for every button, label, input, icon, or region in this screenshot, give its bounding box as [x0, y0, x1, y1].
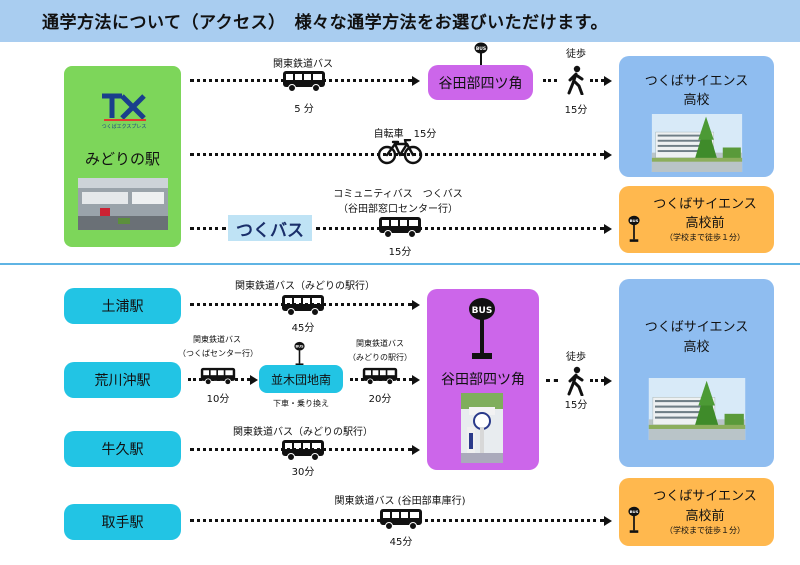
bus-stop-sign-icon [628, 215, 640, 243]
arakawaoki-bus1-time: 10分 [206, 394, 230, 405]
station-toride: 取手駅 [64, 504, 181, 540]
tsukubus-dotted-right [316, 227, 604, 230]
station-arakawaoki-label: 荒川沖駅 [94, 373, 151, 389]
walking-person-icon [565, 65, 587, 95]
station-toride-label: 取手駅 [101, 515, 144, 531]
hub-stop-label: 谷田部四ツ角 [441, 372, 525, 388]
transfer-stop-label: 谷田部四ツ角 [438, 75, 523, 92]
school-building-image [634, 378, 760, 440]
toride-bus-label: 関東鉄道バス (谷田部車庫行) [334, 496, 466, 507]
arakawaoki-bus2-time: 20分 [368, 394, 392, 405]
arakawaoki-bus2-line2: （みどりの駅行） [348, 353, 412, 362]
school-stop-line2: 高校前 [685, 216, 725, 231]
station-photo [78, 178, 168, 230]
arakawaoki-bus1-line2: （つくばセンター行） [178, 349, 258, 358]
bus-icon [200, 367, 236, 385]
walk-dotted-right [590, 79, 604, 82]
tsukubus-logo-text: つくバス [236, 220, 304, 241]
bicycle-icon [377, 139, 423, 165]
ushiku-bus-label: 関東鉄道バス（みどりの駅行） [233, 427, 373, 438]
tsukubus-label-line2: （谷田部窓口センター行） [338, 204, 458, 215]
transfer-stop-yatabe: 谷田部四ツ角 [428, 65, 533, 100]
arakawaoki-arrow-2 [412, 375, 420, 385]
transfer-note: 下車・乗り換え [273, 399, 329, 408]
walk-dotted-left [543, 79, 557, 82]
walk-time: 15分 [564, 105, 588, 116]
bus-stop-sign-icon [628, 506, 640, 534]
walk-arrow [604, 76, 612, 86]
tx-logo [102, 93, 146, 121]
tsuchiura-bus-label: 関東鉄道バス（みどりの駅行） [235, 281, 375, 292]
station-tsuchiura: 土浦駅 [64, 288, 181, 324]
tsuchiura-dotted-line [190, 303, 412, 306]
ushiku-time: 30分 [291, 467, 315, 478]
bus-icon [362, 367, 398, 385]
station-ushiku-label: 牛久駅 [101, 442, 144, 458]
route1-bus-time: 5 分 [294, 104, 314, 115]
section-divider [0, 263, 800, 265]
arakawaoki-arrow-1 [250, 375, 258, 385]
tsukubus-time: 15分 [388, 247, 412, 258]
school-stop-line1: つくばサイエンス [653, 197, 757, 212]
school-name-line1: つくばサイエンス [644, 320, 749, 335]
bicycle-arrow [604, 150, 612, 160]
transfer-namikidanchiminami: 並木団地南 [259, 365, 343, 393]
transfer-namiki-label: 並木団地南 [270, 372, 331, 387]
walk-label: 徒歩 [566, 49, 586, 60]
toride-arrow [604, 516, 612, 526]
tsukubus-arrow [604, 224, 612, 234]
arakawaoki-bus1-line1: 関東鉄道バス [193, 335, 241, 344]
station-tsuchiura-label: 土浦駅 [101, 299, 144, 315]
route1-arrow [412, 76, 420, 86]
bicycle-dotted-line [190, 153, 604, 156]
tsuchiura-arrow [412, 300, 420, 310]
school-building-image [634, 114, 760, 172]
walk-arrow [604, 376, 612, 386]
tsuchiura-time: 45分 [291, 323, 315, 334]
toride-dotted-line [190, 519, 604, 522]
station-arakawaoki: 荒川沖駅 [64, 362, 181, 398]
bus-stop-sign-icon [468, 297, 496, 361]
destination-bus-stop-card [619, 478, 774, 546]
tsukubus-logo: つくバス [228, 215, 312, 241]
school-name-line2: 高校 [683, 93, 710, 108]
ushiku-dotted-line [190, 448, 412, 451]
tsukubus-label-line1: コミュニティバス つくバス [333, 189, 463, 200]
route1-bus-label: 関東鉄道バス [273, 59, 333, 70]
school-stop-note: （学校まで徒歩１分） [665, 526, 745, 535]
station-ushiku: 牛久駅 [64, 431, 181, 467]
header-bar [0, 0, 800, 42]
bus-icon [282, 70, 326, 92]
ushiku-arrow [412, 445, 420, 455]
school-stop-note: （学校まで徒歩１分） [665, 233, 745, 242]
origin-station-label: みどりの駅 [84, 150, 160, 168]
school-stop-line1: つくばサイエンス [653, 489, 757, 504]
walk-time: 15分 [564, 400, 588, 411]
walking-person-icon [565, 366, 587, 396]
walk-dotted-right [590, 379, 604, 382]
walk-dotted-left [546, 379, 558, 382]
tx-logo-subtext: つくばエクスプレス [101, 124, 147, 130]
bicycle-label: 自転車 15分 [373, 129, 437, 140]
school-stop-line2: 高校前 [685, 509, 725, 524]
page-title: 通学方法について（アクセス） 様々な通学方法をお選びいただけます。 [42, 13, 608, 33]
destination-bus-stop-card [619, 186, 774, 253]
arakawaoki-bus2-line1: 関東鉄道バス [356, 339, 404, 348]
walk-label: 徒歩 [566, 352, 586, 363]
school-name-line1: つくばサイエンス [644, 74, 749, 89]
bus-stop-sign-icon [294, 341, 305, 367]
school-name-line2: 高校 [683, 340, 710, 355]
toride-time: 45分 [389, 537, 413, 548]
bus-stop-photo [461, 393, 503, 463]
tsukubus-dotted-left [190, 227, 226, 230]
